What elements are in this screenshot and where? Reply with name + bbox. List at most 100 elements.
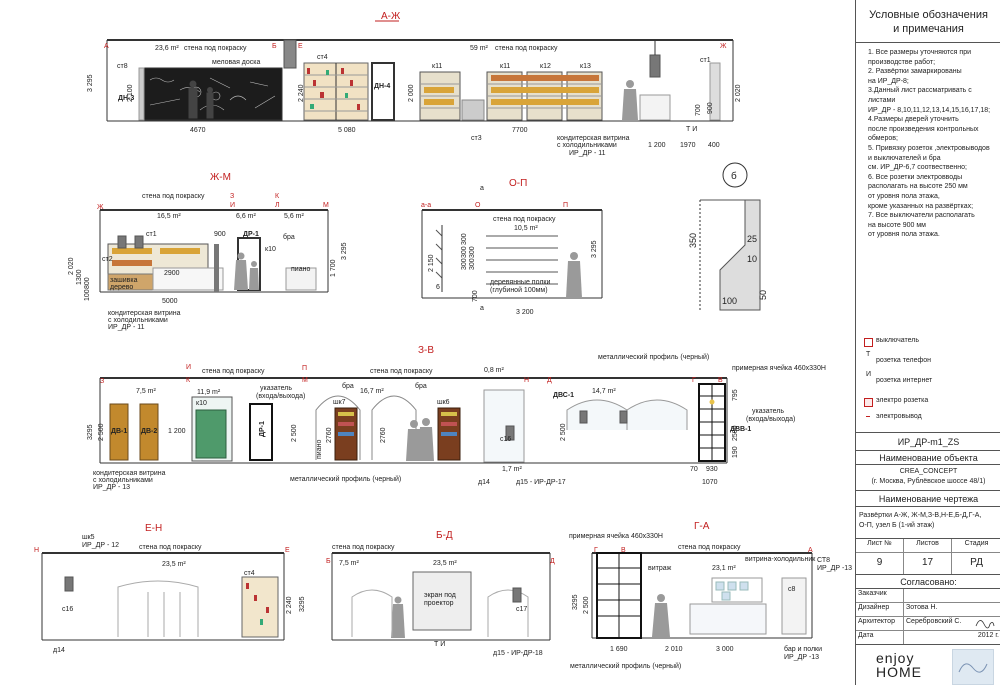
note: дерево (110, 284, 133, 291)
note-line: от уровня пола этажа. (868, 231, 940, 239)
marker: М (323, 202, 329, 209)
door-tag-dvv1: ДВВ-1 (730, 426, 751, 433)
marker: М (302, 377, 308, 384)
note: ИР_ДР -13 (784, 654, 819, 661)
note: д14 (478, 479, 490, 486)
note-line: от уровня пола этажа, (868, 192, 940, 200)
dim-label: 1300 (76, 269, 83, 285)
dim-label: 900 (214, 231, 226, 238)
brand-logo-icon (952, 649, 994, 685)
view-title: Г-А (694, 521, 710, 532)
dim-label: 10 (747, 254, 757, 264)
note: с холодильниками (108, 317, 168, 324)
note: кондитерская витрина (108, 310, 181, 317)
dim-label: 930 (706, 466, 718, 473)
object-title: Наименование объекта (856, 450, 1000, 465)
tag-st1: ст1 (700, 57, 711, 64)
note-line: после произведения контрольных (868, 125, 979, 133)
dim-label: 1 200 (168, 428, 186, 435)
dim-label: 350 (688, 233, 698, 248)
object-name: CREA_CONCEPT (899, 468, 958, 475)
drawing-info: Развёртки А-Ж, Ж-М,З-В,Н-Е,Б-Д,Г-А, О-П,… (856, 506, 1000, 538)
dim-label: 2 020 (735, 84, 742, 102)
title-block-panel: Условные обозначения и примечания 1. Все… (855, 0, 1000, 685)
area-label: 7,5 m² (339, 560, 360, 567)
marker: Г (692, 377, 696, 384)
marker: Л (275, 202, 280, 209)
wall-label: стена под покраску (142, 193, 205, 200)
client-name (904, 589, 1000, 603)
door-tag-dv1: ДВ-1 (111, 428, 127, 435)
chalkboard-label: меловая доска (212, 59, 260, 66)
door-tag-dv2: ДВ-2 (141, 428, 157, 435)
note-line: ИР_ДР - 8,10,11,12,13,14,15,16,17,18; (868, 106, 991, 114)
note: д15 - ИР-ДР-17 (516, 479, 566, 486)
note: металлический профиль (черный) (570, 662, 681, 670)
section-mark: а (480, 185, 484, 192)
note-line: на высоте 900 мм (868, 221, 926, 229)
wall-label: стена под покраску (493, 216, 556, 223)
tag-s16: с16 (62, 606, 73, 613)
dim-label: 700 (472, 290, 479, 302)
power-socket-icon (864, 398, 873, 407)
dim-label: 300 (461, 258, 468, 270)
note: проектор (424, 600, 454, 607)
dim-label: 2500 (732, 425, 739, 441)
dim-label: 2 240 (286, 596, 293, 614)
date-value: 2012 г. (977, 632, 999, 639)
dim-label: 700 (695, 104, 702, 116)
wall-label: стена под покраску (370, 368, 433, 375)
dim-label: 7700 (512, 127, 528, 134)
dim-label: 1070 (702, 479, 718, 486)
marker: И (230, 202, 235, 209)
note: витраж (648, 565, 672, 572)
tag-k13: к13 (580, 63, 591, 70)
area-label: 16,5 m² (157, 213, 181, 220)
area-label: 23,5 m² (162, 561, 186, 568)
drawing-code: ИР_ДР-m1_ZS (856, 432, 1000, 451)
dim-label: 2 240 (298, 84, 305, 102)
dim-label: 50 (758, 290, 768, 300)
detail-b (699, 162, 761, 311)
role-architect: Архитектор (856, 617, 904, 631)
wall-label: стена под покраску (332, 544, 395, 551)
note-line: обмеров; (868, 135, 898, 143)
note: (входа/выхода) (256, 393, 305, 400)
dim-label: 3295 (572, 594, 579, 610)
socket-marks: Т И (686, 126, 697, 133)
drawing-name: Развёртки А-Ж, Ж-М,З-В,Н-Е,Б-Д,Г-А, (859, 512, 982, 519)
tag-k11: к11 (500, 63, 510, 70)
switch-icon (864, 338, 873, 347)
tag-st8: ст8 (117, 63, 128, 70)
note-line: 7. Все выключатели располагать (868, 212, 975, 220)
note-line: располагать на высоте 250 мм (868, 183, 968, 191)
dim-label: 5 080 (338, 127, 356, 134)
dim-label: 2900 (164, 270, 180, 277)
sheet-info: Лист № Листов Стадия 9 17 РД (856, 538, 1000, 575)
area-label: 16,7 m² (360, 388, 384, 395)
drawing-name-line2: О-П, узел Б (1-ий этаж) (859, 522, 935, 529)
tag-piano: пиано (291, 266, 310, 273)
view-title: А-Ж (381, 11, 401, 22)
dim-label: 300 (469, 246, 476, 258)
note: витрина-холодильник (745, 556, 816, 563)
note-line: см. ИР_ДР-6,7 соотвественно; (868, 164, 967, 172)
note: кондитерская витрина (557, 135, 630, 142)
dim-label: 800 (84, 277, 91, 289)
object-address: (г. Москва, Рублёвское шоссе 48/1) (871, 478, 986, 485)
view-o-p (421, 209, 603, 299)
note: деревянные полки (490, 279, 550, 286)
marker-zh: Ж (720, 43, 727, 50)
logo-text: enjoy HOME (876, 651, 922, 679)
dim-label: 100 (84, 289, 91, 301)
tag-shk5: шк5 (82, 534, 95, 541)
tag-s17: с17 (516, 606, 527, 613)
wall-label: стена под покраску (184, 45, 247, 52)
view-title: Ж-М (210, 172, 231, 183)
area-label: 6,6 m² (236, 213, 257, 220)
role-client: Заказчик (856, 589, 904, 603)
note-line: и выключателей и бра (868, 154, 941, 162)
sheet-number: 9 (856, 553, 904, 575)
dim-label: 6 (436, 284, 440, 291)
